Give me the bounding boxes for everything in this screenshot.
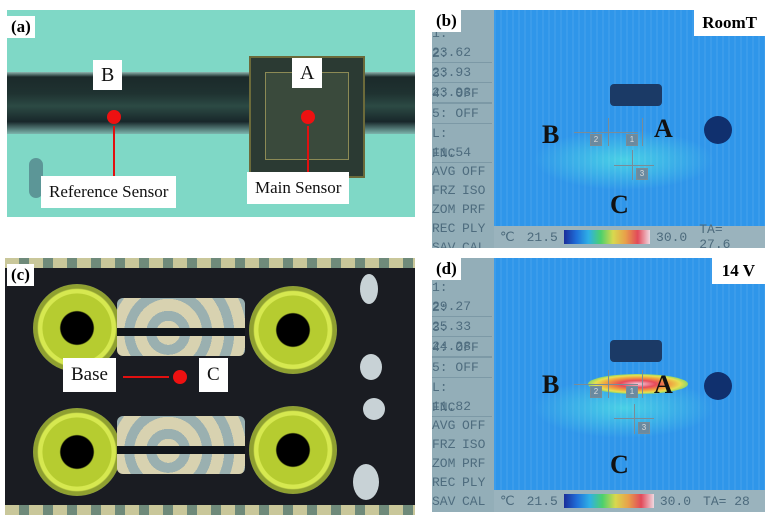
unit-icon: ℃ bbox=[500, 229, 515, 245]
camera-readout-sidebar: 1: 29.27 2: 25.33 3: 24.28 4: OFF 5: OFF… bbox=[432, 258, 494, 512]
thermal-field: 2 1 3 B A C bbox=[494, 10, 765, 226]
point-label-c: C bbox=[610, 450, 629, 479]
colorbar bbox=[563, 230, 651, 244]
point-label-a: A bbox=[292, 58, 323, 88]
marker-1: 1 bbox=[626, 386, 638, 398]
main-sensor-label: Main Sensor bbox=[247, 172, 350, 204]
reading-4: 4: OFF bbox=[432, 84, 492, 104]
main-sensor-marker bbox=[301, 110, 315, 124]
mount-ring bbox=[33, 408, 121, 496]
hotspot bbox=[588, 374, 688, 394]
panel-b-thermal-roomt: 1: 23.62 2: 23.93 3: 23.93 4: OFF 5: OFF… bbox=[432, 10, 765, 248]
reading-5: 5: OFF bbox=[432, 104, 492, 124]
marker-1: 1 bbox=[626, 134, 638, 146]
main-arrow bbox=[307, 126, 309, 180]
mount-ring bbox=[33, 284, 121, 372]
panel-c-package-photo: (c) Base C bbox=[5, 258, 415, 515]
panel-d-thermal-14v: 1: 29.27 2: 25.33 3: 24.28 4: OFF 5: OFF… bbox=[432, 258, 765, 512]
reading-2: 2: 25.33 bbox=[432, 298, 492, 337]
reading-3: 3: 23.93 bbox=[432, 64, 492, 103]
menu-sav: SAV bbox=[432, 240, 456, 248]
reading-l: L: 11.54 bbox=[432, 124, 492, 163]
thermal-field: 2 1 3 B A C bbox=[494, 258, 765, 490]
point-label-a: A bbox=[654, 114, 673, 143]
marker-2: 2 bbox=[590, 386, 602, 398]
reference-sensor-label: Reference Sensor bbox=[41, 176, 177, 208]
base-arrow bbox=[123, 376, 169, 378]
ambient-temp: TA= 28 bbox=[703, 493, 750, 509]
scale-min: 21.5 bbox=[526, 229, 558, 245]
panel-tag-b: (b) bbox=[432, 10, 461, 32]
reference-sensor-marker bbox=[107, 110, 121, 124]
menu-tab-fnc: FNC bbox=[432, 146, 456, 161]
menu-prf: PRF bbox=[462, 202, 486, 217]
point-label-a: A bbox=[654, 370, 673, 399]
menu-cal: CAL bbox=[462, 240, 486, 248]
menu-off: OFF bbox=[462, 164, 486, 179]
menu-cal: CAL bbox=[462, 494, 486, 509]
mount-ring bbox=[249, 286, 337, 374]
menu-sav: SAV bbox=[432, 494, 456, 509]
reading-l: L: 11.82 bbox=[432, 378, 492, 417]
reading-3: 3: 24.28 bbox=[432, 318, 492, 357]
marker-3: 3 bbox=[638, 422, 650, 434]
menu-frz: FRZ bbox=[432, 183, 456, 198]
menu-zom: ZOM bbox=[432, 456, 456, 471]
menu-rec: REC bbox=[432, 475, 456, 490]
temperature-scale-bar: ℃ 21.5 30.0 TA= 28 bbox=[494, 490, 765, 512]
menu-avg: AVG bbox=[432, 164, 456, 179]
panel-tag-c: (c) bbox=[7, 264, 34, 286]
mount-ring bbox=[249, 406, 337, 494]
panel-a-microscope-image: (a) B A Reference Sensor Main Sensor bbox=[7, 10, 415, 217]
menu-ply: PLY bbox=[462, 221, 486, 236]
ambient-temp: TA= 27.6 bbox=[699, 222, 731, 248]
point-label-b: B bbox=[93, 60, 123, 90]
condition-label: 14 V bbox=[711, 258, 765, 284]
menu-zom: ZOM bbox=[432, 202, 456, 217]
panel-tag-d: (d) bbox=[432, 258, 461, 280]
reading-4: 4: OFF bbox=[432, 338, 492, 358]
marker-3: 3 bbox=[636, 168, 648, 180]
menu-avg: AVG bbox=[432, 418, 456, 433]
point-label-c: C bbox=[610, 190, 629, 219]
reading-5: 5: OFF bbox=[432, 358, 492, 378]
marker-2: 2 bbox=[590, 134, 602, 146]
colorbar bbox=[563, 494, 654, 508]
condition-label: RoomT bbox=[694, 10, 765, 36]
point-label-b: B bbox=[542, 120, 560, 149]
menu-off: OFF bbox=[462, 418, 486, 433]
menu-iso: ISO bbox=[462, 183, 486, 198]
reading-1: 1: 29.27 bbox=[432, 278, 492, 317]
temperature-scale-bar: ℃ 21.5 30.0 TA= 27.6 bbox=[494, 222, 765, 248]
reference-arrow bbox=[113, 126, 115, 182]
menu-ply: PLY bbox=[462, 475, 486, 490]
point-label-c: C bbox=[199, 358, 228, 392]
scale-min: 21.5 bbox=[526, 493, 558, 509]
reading-2: 2: 23.93 bbox=[432, 44, 492, 83]
base-label: Base bbox=[63, 358, 116, 392]
scale-max: 30.0 bbox=[656, 229, 688, 245]
point-label-b: B bbox=[542, 370, 560, 399]
menu-prf: PRF bbox=[462, 456, 486, 471]
base-marker bbox=[173, 370, 187, 384]
camera-readout-sidebar: 1: 23.62 2: 23.93 3: 23.93 4: OFF 5: OFF… bbox=[432, 10, 494, 248]
menu-iso: ISO bbox=[462, 437, 486, 452]
panel-tag-a: (a) bbox=[7, 16, 35, 38]
unit-icon: ℃ bbox=[500, 493, 515, 509]
scale-max: 30.0 bbox=[659, 493, 692, 509]
menu-rec: REC bbox=[432, 221, 456, 236]
menu-tab-fnc: FNC bbox=[432, 400, 456, 415]
menu-frz: FRZ bbox=[432, 437, 456, 452]
